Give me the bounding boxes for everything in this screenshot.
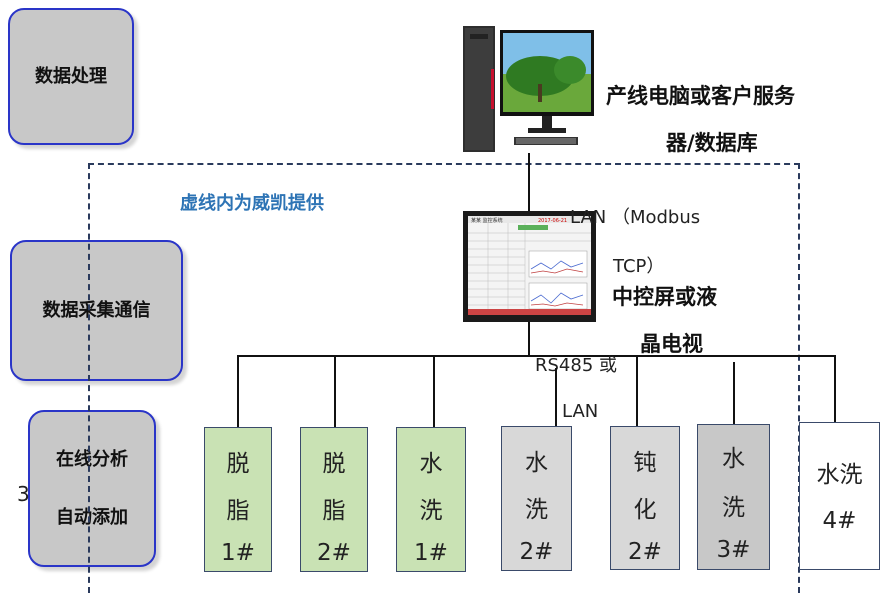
- computer-icon: [463, 26, 594, 152]
- tank-number: 2#: [628, 539, 662, 565]
- layer-data-comm: 数据采集通信: [10, 240, 183, 381]
- rs485-bus: [237, 355, 835, 357]
- tank-rinse-1: 水 洗 1#: [396, 427, 466, 572]
- lan-label-1: LAN （Modbus: [570, 207, 701, 228]
- drop-line: [433, 355, 435, 428]
- layer-label: 数据处理: [35, 65, 107, 87]
- tank-char-2: 脂: [322, 498, 346, 524]
- tank-char-2: 洗: [722, 495, 745, 521]
- tank-char-2: 脂: [226, 498, 250, 524]
- connector-hmi-bus: [528, 322, 530, 356]
- tank-degrease-1: 脱 脂 1#: [204, 427, 272, 572]
- boundary-note: 虚线内为威凯提供: [180, 193, 324, 214]
- tank-number: 1#: [221, 540, 255, 566]
- tank-char-1: 水: [722, 446, 745, 472]
- drop-line: [555, 368, 557, 426]
- tank-number: 2#: [519, 539, 554, 565]
- pc-label-2: 器/数据库: [666, 131, 758, 155]
- tank-degrease-2: 脱 脂 2#: [300, 427, 368, 572]
- hmi-screen: 某某 监控系统 2017-06-21: [463, 211, 596, 322]
- tank-char-2: 洗: [419, 498, 443, 524]
- tank-char-1: 钝: [633, 450, 657, 476]
- pc-label-1: 产线电脑或客户服务: [606, 84, 795, 108]
- bus-label-2: LAN: [562, 401, 599, 422]
- tank-char-1: 水: [525, 450, 548, 476]
- hmi-label-1: 中控屏或液: [612, 285, 717, 309]
- tank-number: 2#: [317, 540, 351, 566]
- drop-line: [636, 355, 638, 426]
- tank-char-1: 脱: [226, 451, 250, 477]
- tank-number: 1#: [414, 540, 448, 566]
- layer-label: 数据采集通信: [42, 299, 151, 321]
- tank-char-1: 脱: [322, 451, 346, 477]
- tank-char-1: 水: [419, 451, 443, 477]
- tank-passivation-2: 钝 化 2#: [610, 426, 680, 570]
- tank-rinse-4: 水洗 4#: [799, 422, 880, 570]
- hmi-label-2: 晶电视: [640, 332, 703, 356]
- tank-char-2: 化: [633, 497, 657, 523]
- tank-char-2: 洗: [525, 497, 548, 523]
- bus-label-1: RS485 或: [535, 355, 618, 376]
- stray-number: 3: [17, 482, 30, 506]
- tank-number: 3#: [716, 537, 751, 563]
- layer-label-2: 自动添加: [56, 506, 128, 528]
- tank-rinse-2: 水 洗 2#: [501, 426, 572, 571]
- tank-rinse-3: 水 洗 3#: [697, 424, 770, 570]
- svg-text:某某 监控系统: 某某 监控系统: [471, 217, 503, 224]
- layer-online-analysis: 在线分析 自动添加: [28, 410, 156, 567]
- layer-label-1: 在线分析: [56, 448, 128, 470]
- svg-text:2017-06-21: 2017-06-21: [538, 218, 567, 224]
- supplier-boundary: [88, 163, 800, 593]
- lan-label-2: TCP）: [613, 256, 665, 277]
- tank-label: 水洗: [816, 462, 863, 488]
- connector-pc-hmi: [528, 153, 530, 213]
- drop-line: [834, 355, 836, 422]
- drop-line: [733, 362, 735, 424]
- tank-number: 4#: [822, 508, 857, 534]
- drop-line: [334, 355, 336, 428]
- layer-data-processing: 数据处理: [8, 8, 134, 145]
- drop-line: [237, 355, 239, 428]
